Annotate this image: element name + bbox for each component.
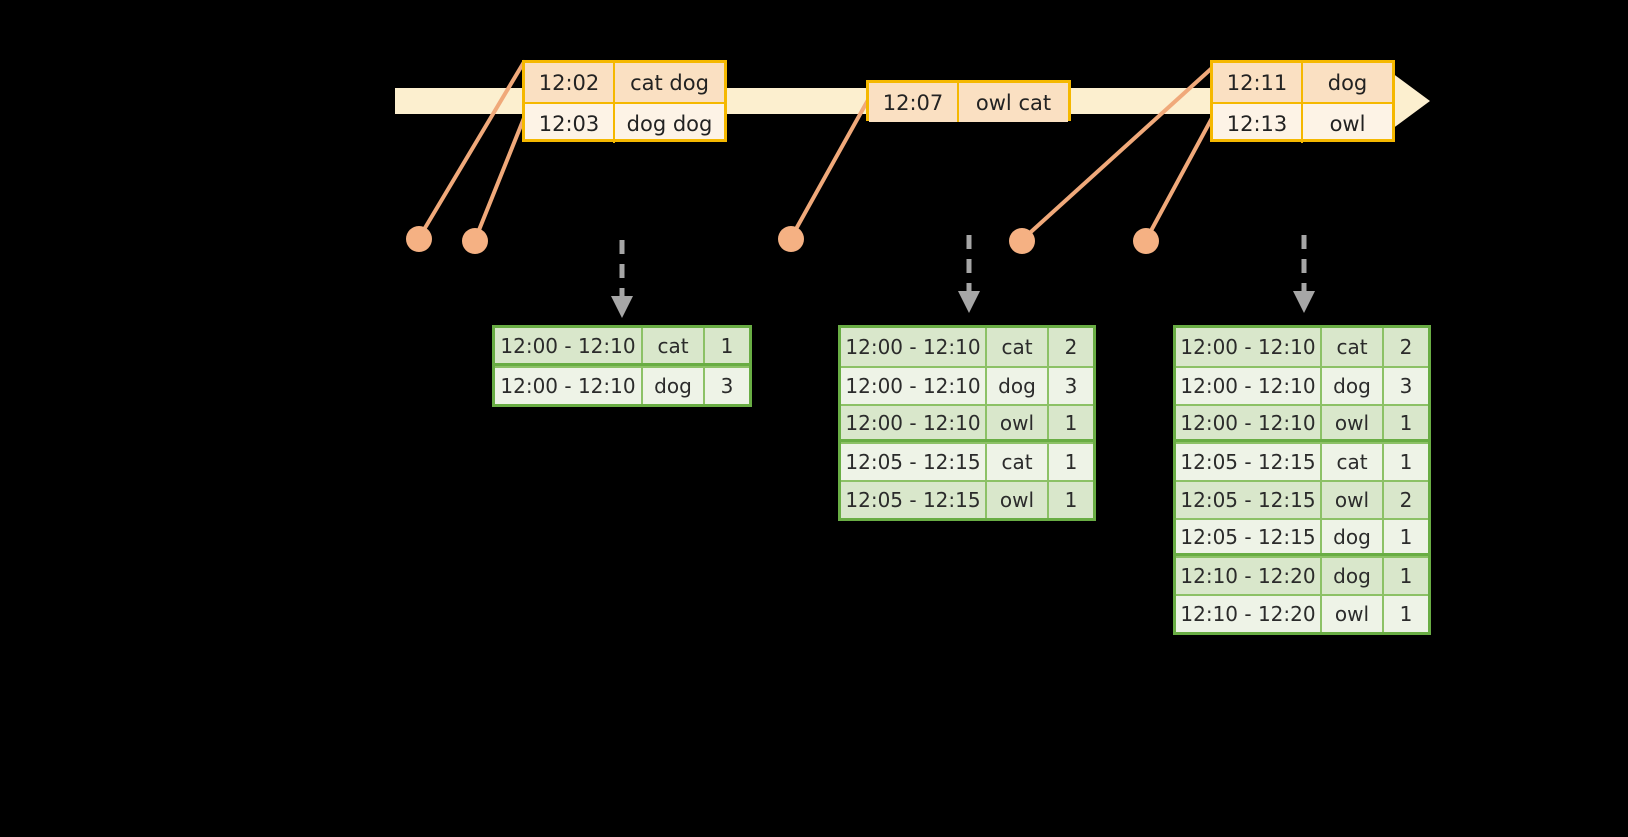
event-words: owl <box>1301 104 1392 143</box>
event-dot-3 <box>778 226 804 252</box>
window-cell: 12:05 - 12:15 <box>1180 488 1316 512</box>
count-cell: 2 <box>1382 328 1428 366</box>
table-row: 12:00 - 12:10 cat 1 <box>495 328 749 366</box>
count-cell: 1 <box>1047 406 1093 439</box>
count-cell: 2 <box>1047 328 1093 366</box>
word-cell: dog <box>641 368 703 404</box>
count-cell: 2 <box>1382 482 1428 518</box>
table-row: 12:10 - 12:20 dog 1 <box>1176 556 1428 594</box>
event-words: dog dog <box>613 104 724 143</box>
table-row: 12:00 - 12:10 owl 1 <box>841 404 1093 442</box>
table-row: 12:05 - 12:15 owl 2 <box>1176 480 1428 518</box>
event-group-2[interactable]: 12:07 owl cat <box>866 80 1071 122</box>
word-cell: dog <box>1320 558 1382 594</box>
window-cell: 12:00 - 12:10 <box>500 333 636 358</box>
count-cell: 1 <box>1382 558 1428 594</box>
event-dot-5 <box>1133 228 1159 254</box>
event-row: 12:07 owl cat <box>869 83 1068 122</box>
window-cell: 12:00 - 12:10 <box>500 374 636 398</box>
window-cell: 12:00 - 12:10 <box>845 335 981 359</box>
word-cell: cat <box>1320 444 1382 480</box>
event-dot-2 <box>462 228 488 254</box>
count-cell: 1 <box>1382 406 1428 439</box>
event-row: 12:03 dog dog <box>525 102 724 143</box>
event-dot-1 <box>406 226 432 252</box>
event-row: 12:11 dog <box>1213 63 1392 102</box>
timeline-arrowhead-icon <box>1388 70 1430 132</box>
window-cell: 12:05 - 12:15 <box>1180 524 1316 549</box>
count-cell: 3 <box>1047 368 1093 404</box>
count-cell: 1 <box>1047 482 1093 518</box>
word-cell: owl <box>985 482 1047 518</box>
count-cell: 1 <box>703 328 749 363</box>
window-cell: 12:10 - 12:20 <box>1180 564 1316 588</box>
event-row: 12:13 owl <box>1213 102 1392 143</box>
window-cell: 12:00 - 12:10 <box>845 374 981 398</box>
word-cell: dog <box>985 368 1047 404</box>
event-group-3[interactable]: 12:11 dog 12:13 owl <box>1210 60 1395 143</box>
count-cell: 3 <box>1382 368 1428 404</box>
result-table-2[interactable]: 12:00 - 12:10 cat 2 12:00 - 12:10 dog 3 … <box>838 325 1096 521</box>
table-row: 12:00 - 12:10 dog 3 <box>495 366 749 404</box>
window-cell: 12:00 - 12:10 <box>1180 410 1316 435</box>
count-cell: 3 <box>703 368 749 404</box>
table-row: 12:00 - 12:10 dog 3 <box>841 366 1093 404</box>
result-table-3[interactable]: 12:00 - 12:10 cat 2 12:00 - 12:10 dog 3 … <box>1173 325 1431 635</box>
window-cell: 12:00 - 12:10 <box>1180 335 1316 359</box>
window-cell: 12:00 - 12:10 <box>845 410 981 435</box>
event-time: 12:02 <box>538 70 600 95</box>
table-row: 12:00 - 12:10 dog 3 <box>1176 366 1428 404</box>
event-time: 12:03 <box>538 111 600 136</box>
event-dot-4 <box>1009 228 1035 254</box>
table-row: 12:00 - 12:10 owl 1 <box>1176 404 1428 442</box>
table-row: 12:00 - 12:10 cat 2 <box>841 328 1093 366</box>
emit-arrow-2-icon <box>958 235 980 313</box>
count-cell: 1 <box>1047 444 1093 480</box>
word-cell: cat <box>985 444 1047 480</box>
word-cell: cat <box>985 328 1047 366</box>
emit-arrow-1-icon <box>611 240 633 318</box>
count-cell: 1 <box>1382 596 1428 632</box>
event-time: 12:07 <box>882 90 944 115</box>
window-cell: 12:00 - 12:10 <box>1180 374 1316 398</box>
word-cell: dog <box>1320 368 1382 404</box>
table-row: 12:10 - 12:20 owl 1 <box>1176 594 1428 632</box>
word-cell: owl <box>1320 482 1382 518</box>
table-row: 12:05 - 12:15 owl 1 <box>841 480 1093 518</box>
emit-arrow-3-icon <box>1293 235 1315 313</box>
word-cell: owl <box>985 406 1047 439</box>
result-table-1[interactable]: 12:00 - 12:10 cat 1 12:00 - 12:10 dog 3 <box>492 325 752 407</box>
event-group-1[interactable]: 12:02 cat dog 12:03 dog dog <box>522 60 727 143</box>
table-row: 12:05 - 12:15 cat 1 <box>1176 442 1428 480</box>
event-row: 12:02 cat dog <box>525 63 724 102</box>
table-row: 12:05 - 12:15 cat 1 <box>841 442 1093 480</box>
window-cell: 12:05 - 12:15 <box>845 488 981 512</box>
event-words: owl cat <box>957 83 1068 122</box>
word-cell: cat <box>641 328 703 363</box>
window-cell: 12:05 - 12:15 <box>1180 450 1316 474</box>
table-row: 12:05 - 12:15 dog 1 <box>1176 518 1428 556</box>
window-cell: 12:05 - 12:15 <box>845 450 981 474</box>
word-cell: owl <box>1320 406 1382 439</box>
event-time: 12:11 <box>1226 70 1288 95</box>
event-words: cat dog <box>613 63 724 102</box>
word-cell: cat <box>1320 328 1382 366</box>
word-cell: dog <box>1320 520 1382 553</box>
window-cell: 12:10 - 12:20 <box>1180 602 1316 626</box>
count-cell: 1 <box>1382 444 1428 480</box>
word-cell: owl <box>1320 596 1382 632</box>
count-cell: 1 <box>1382 520 1428 553</box>
event-words: dog <box>1301 63 1392 102</box>
event-time: 12:13 <box>1226 111 1288 136</box>
table-row: 12:00 - 12:10 cat 2 <box>1176 328 1428 366</box>
